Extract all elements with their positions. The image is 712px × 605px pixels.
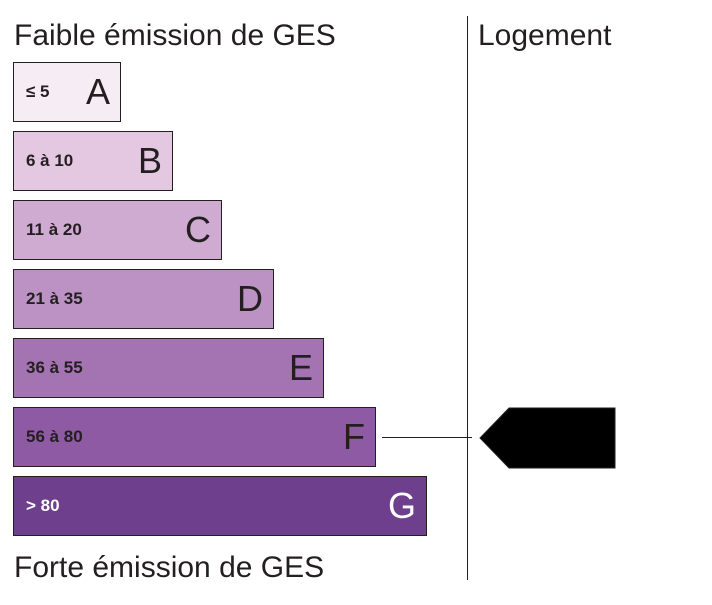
class-bar-d: 21 à 35 D bbox=[13, 269, 274, 329]
column-header: Logement bbox=[478, 19, 612, 52]
class-range: 21 à 35 bbox=[26, 289, 83, 308]
class-bar-c: 11 à 20 C bbox=[13, 200, 222, 260]
class-letter: F bbox=[343, 416, 365, 457]
class-bar-b: 6 à 10 B bbox=[13, 131, 173, 191]
logement-marker bbox=[479, 407, 616, 469]
class-letter: C bbox=[185, 209, 211, 250]
class-bar-g: > 80 G bbox=[13, 476, 427, 536]
class-letter: G bbox=[387, 485, 416, 526]
class-range: 36 à 55 bbox=[26, 358, 83, 377]
class-range: 11 à 20 bbox=[26, 220, 82, 239]
class-range: 56 à 80 bbox=[26, 427, 83, 446]
class-letter: E bbox=[288, 347, 313, 388]
top-label: Faible émission de GES bbox=[14, 19, 336, 52]
class-bar-f: 56 à 80 F bbox=[13, 407, 376, 467]
class-bar-e: 36 à 55 E bbox=[13, 338, 324, 398]
class-letter: B bbox=[137, 140, 162, 181]
marker-arrow-shape bbox=[479, 407, 616, 469]
class-letter: A bbox=[85, 71, 110, 112]
class-range: 6 à 10 bbox=[26, 151, 74, 170]
class-letter: D bbox=[237, 278, 263, 319]
bottom-label: Forte émission de GES bbox=[14, 551, 325, 584]
class-bar-a: ≤ 5 A bbox=[13, 62, 121, 122]
column-divider bbox=[467, 16, 468, 580]
marker-connector bbox=[382, 437, 472, 438]
class-range: > 80 bbox=[26, 496, 60, 515]
class-range: ≤ 5 bbox=[26, 82, 50, 101]
